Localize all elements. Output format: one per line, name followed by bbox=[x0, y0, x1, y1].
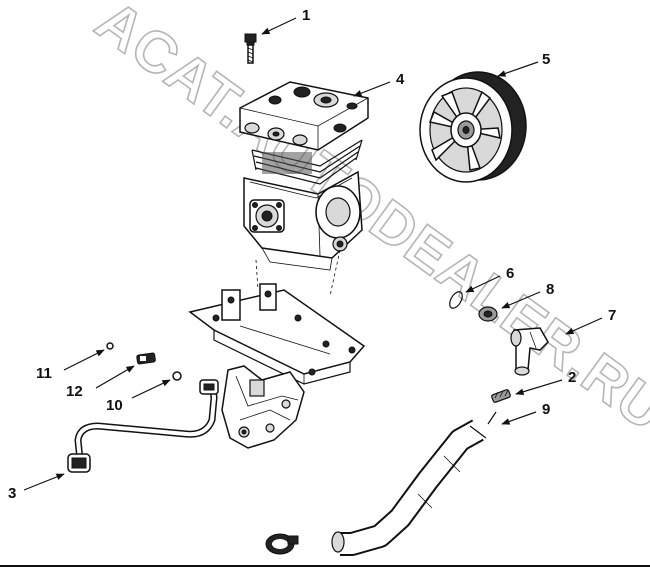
part-hose-clamp bbox=[265, 533, 299, 555]
part-nut bbox=[478, 306, 498, 322]
watermark: ACAT.AUTODEALER.RU bbox=[84, 0, 650, 444]
part-fitting-12 bbox=[136, 352, 156, 365]
part-compressor bbox=[239, 81, 369, 271]
part-elbow bbox=[510, 327, 549, 376]
callout-2: 2 bbox=[568, 369, 576, 386]
callout-12: 12 bbox=[66, 383, 83, 400]
part-connector bbox=[491, 389, 511, 403]
callout-9: 9 bbox=[542, 401, 550, 418]
part-pulley bbox=[419, 71, 527, 183]
callout-5: 5 bbox=[542, 51, 550, 68]
part-hose-right bbox=[331, 411, 497, 556]
part-fitting-10 bbox=[172, 371, 182, 381]
callout-7: 7 bbox=[608, 307, 616, 324]
part-fitting-11 bbox=[106, 342, 114, 350]
part-bolt bbox=[244, 33, 257, 64]
callout-leaders bbox=[23, 17, 603, 491]
callout-4: 4 bbox=[396, 71, 405, 88]
callout-8: 8 bbox=[546, 281, 554, 298]
part-bracket bbox=[188, 283, 366, 449]
callout-3: 3 bbox=[8, 485, 16, 502]
part-oring bbox=[449, 291, 463, 309]
callout-11: 11 bbox=[36, 365, 52, 382]
callout-6: 6 bbox=[506, 265, 514, 282]
callout-10: 10 bbox=[106, 397, 123, 414]
callout-1: 1 bbox=[302, 7, 310, 24]
part-hose-left bbox=[67, 379, 219, 473]
